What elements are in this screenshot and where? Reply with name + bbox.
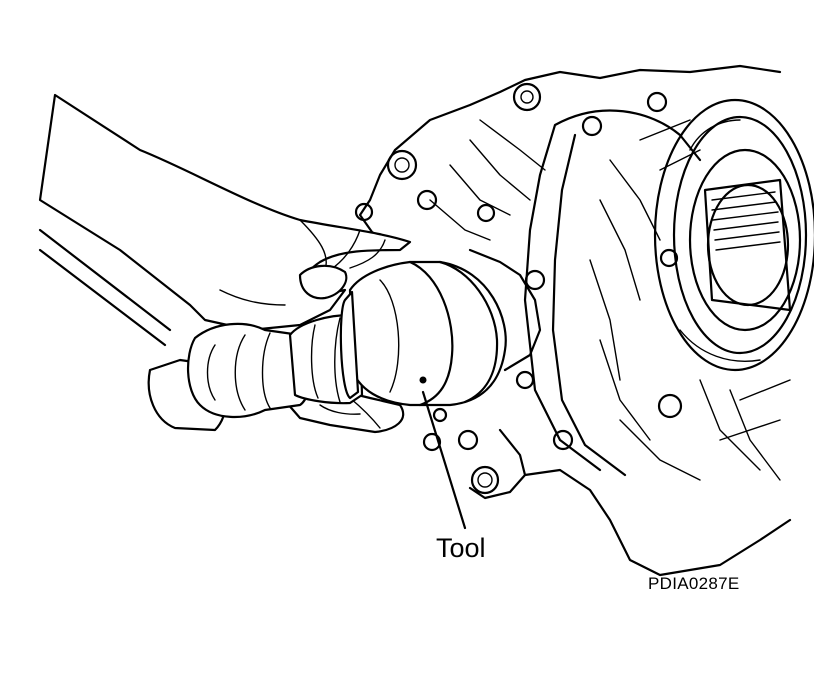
leader-dot — [419, 376, 427, 384]
tool-callout-label: Tool — [436, 533, 486, 563]
seal-drift-tool — [339, 260, 507, 407]
figure-code: PDIA0287E — [648, 574, 740, 593]
transmission-housing — [354, 64, 814, 577]
callout-leader — [419, 376, 467, 530]
